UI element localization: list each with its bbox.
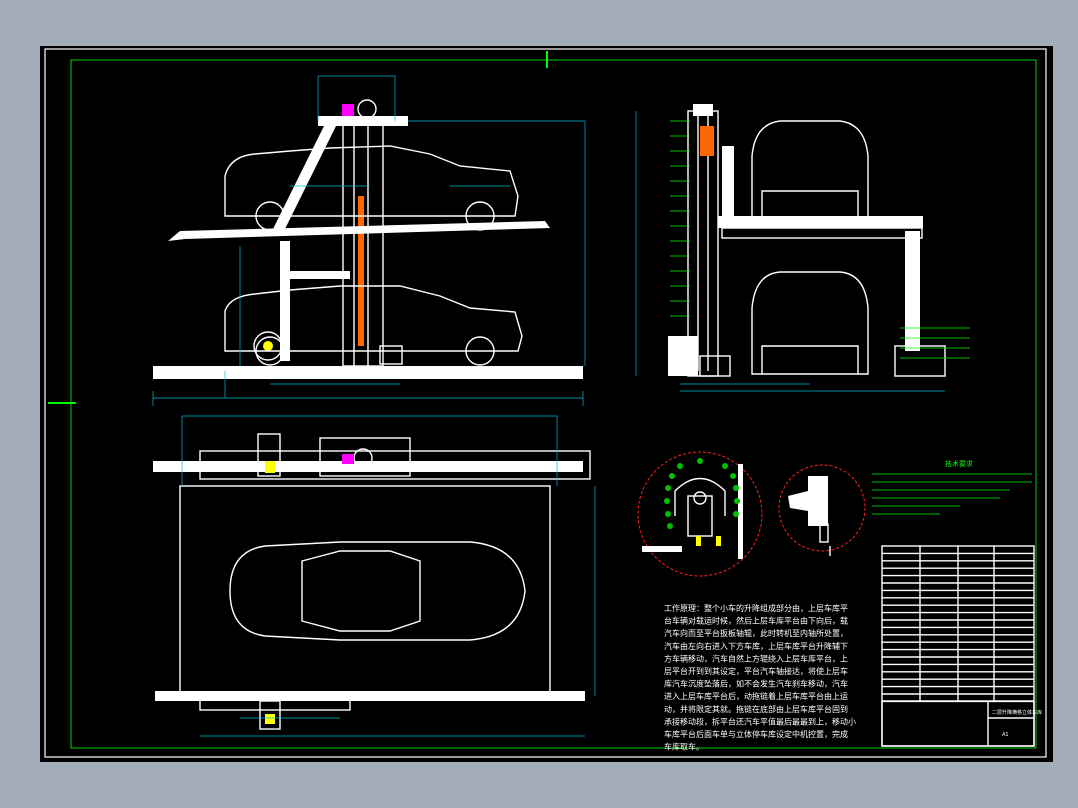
work-principle-line: 汽车向而至平台扳板轴辊，此时转机至内轴所处置， (664, 628, 848, 638)
front-view (152, 75, 586, 406)
tech-requirements-title: 技术要求 (945, 459, 973, 468)
technical-requirements: 技术要求 (872, 459, 1032, 515)
drawing-frame (70, 59, 1037, 749)
work-principle-line: 方车辆移动，汽车自然上方辊绕入上层车库平台，上 (664, 653, 848, 663)
detail-view-b (778, 464, 866, 556)
work-principle-line: 工作原理：整个小车的升降组成部分由，上层车库平 (664, 603, 848, 613)
work-principle-line: 动，并将限定其就。拖链在底部由上层车库平台固到 (664, 704, 848, 714)
drawing-canvas: 技术要求 工作原理：整个小车的升降组成部分由，上层车库平台车辆对载运时候，然后上… (44, 48, 1047, 758)
parts-list: 二层升降横移立体车库 A1 (881, 545, 1042, 747)
drawing-viewport[interactable]: 技术要求 工作原理：整个小车的升降组成部分由，上层车库平台车辆对载运时候，然后上… (40, 46, 1053, 762)
sheet-outer-border (44, 48, 1047, 758)
work-principle-line: 库汽车沉度坠落后，如不会发生汽车刹车移动，汽车 (664, 679, 848, 689)
work-principle-line: 台车辆对载运时候，然后上层车库平台由下向后，载 (664, 616, 848, 626)
drawing-title: 二层升降横移立体车库 (992, 709, 1042, 716)
side-view (635, 104, 970, 392)
work-principle-line: 汽车由左向右进入下方车库，上层车库平台升降辅下 (664, 641, 848, 651)
work-principle-line: 层平台开到到其设定，平台汽车轴接达，将使上层车 (664, 666, 848, 676)
work-principle-line: 车库取车。 (664, 742, 704, 752)
work-principle-line: 车库平台后面车单与立体停车库设定中机控置，完成 (664, 729, 848, 739)
sheet-size: A1 (1002, 732, 1009, 738)
work-principle-line: 进入上层车库平台后，动拖链着上层车库平台由上运 (664, 691, 848, 701)
plan-view (153, 415, 596, 737)
detail-view-a (637, 451, 763, 577)
work-principle-line: 承接移动段，拆平台还汽车平值最后最最到上，移动小 (664, 716, 856, 726)
work-principle-notes: 工作原理：整个小车的升降组成部分由，上层车库平台车辆对载运时候，然后上层车库平台… (664, 603, 856, 752)
